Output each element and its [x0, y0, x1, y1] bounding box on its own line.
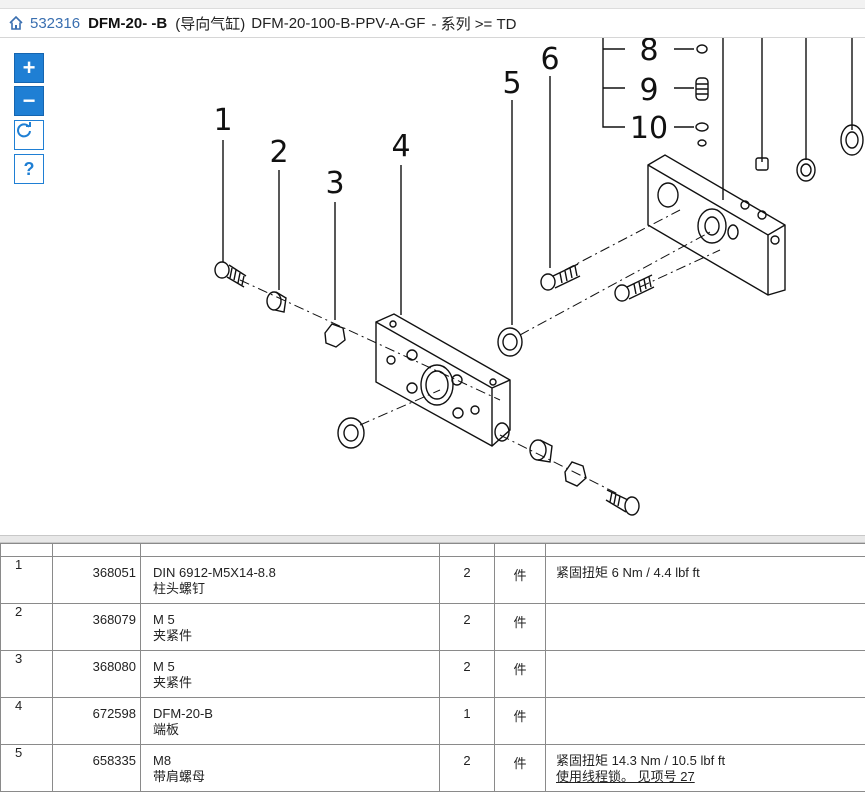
pane-splitter[interactable]	[0, 535, 865, 543]
cell-position: 1	[0, 556, 53, 604]
cell-part-number: 658335	[52, 744, 141, 792]
breadcrumb: 532316 DFM-20- -B (导向气缸) DFM-20-100-B-PP…	[0, 9, 865, 38]
cell-position: 5	[0, 744, 53, 792]
cell-unit: 件	[494, 744, 546, 792]
cell-part-number: 368051	[52, 556, 141, 604]
zoom-in-button[interactable]: +	[14, 53, 44, 83]
cell-quantity: 2	[439, 556, 495, 604]
exploded-view-drawing[interactable]: 1 2 3 4 5 6 8 9 10 + − ?	[0, 38, 865, 535]
product-series: - 系列 >= TD	[431, 15, 517, 33]
cell-quantity: 2	[439, 603, 495, 651]
cell-part-number: 672598	[52, 697, 141, 745]
cell-unit: 件	[494, 556, 546, 604]
cell-position: 2	[0, 603, 53, 651]
cell-note	[545, 650, 865, 698]
reset-view-button[interactable]	[14, 120, 44, 150]
callout-6: 6	[540, 42, 559, 77]
cell-note: 紧固扭矩 6 Nm / 4.4 lbf ft	[545, 556, 865, 604]
callout-2: 2	[269, 135, 288, 170]
cell-note	[545, 603, 865, 651]
table-row-partial	[0, 543, 865, 557]
product-description: (导向气缸)	[175, 15, 246, 33]
product-model: DFM-20- -B	[88, 14, 168, 32]
product-number[interactable]: 532316	[30, 14, 81, 32]
cell-part-number: 368080	[52, 650, 141, 698]
callout-3: 3	[325, 166, 344, 201]
cell-quantity: 1	[439, 697, 495, 745]
cell-unit: 件	[494, 697, 546, 745]
cell-position: 4	[0, 697, 53, 745]
home-icon[interactable]	[8, 15, 24, 31]
cell-quantity: 2	[439, 650, 495, 698]
callout-5: 5	[502, 66, 521, 101]
cell-unit: 件	[494, 603, 546, 651]
callout-4: 4	[391, 129, 410, 164]
cell-quantity: 2	[439, 744, 495, 792]
exploded-view-svg: 1 2 3 4 5 6 8 9 10	[213, 38, 864, 516]
help-button[interactable]: ?	[14, 154, 44, 184]
callout-1: 1	[213, 103, 232, 138]
refresh-icon	[17, 122, 31, 138]
callout-8: 8	[639, 38, 658, 68]
callout-10: 10	[630, 111, 668, 146]
zoom-out-button[interactable]: −	[14, 86, 44, 116]
cell-part-number: 368079	[52, 603, 141, 651]
product-code: DFM-20-100-B-PPV-A-GF	[251, 14, 426, 32]
cell-position: 3	[0, 650, 53, 698]
cell-note	[545, 697, 865, 745]
cell-unit: 件	[494, 650, 546, 698]
menu-bar	[0, 0, 865, 9]
callout-9: 9	[639, 73, 658, 108]
